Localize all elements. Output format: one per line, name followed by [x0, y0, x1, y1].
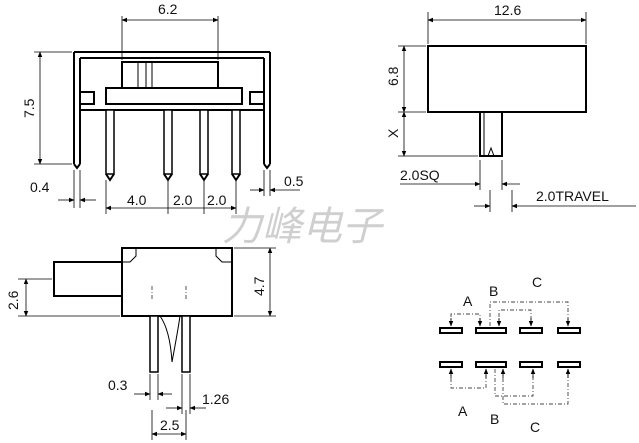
side-body: [427, 45, 587, 113]
top-label-c: C: [532, 274, 542, 290]
bottom-pad-4: [557, 361, 581, 368]
top-label-a: A: [463, 293, 473, 309]
dim-pin-pitch-2: 2.0: [207, 192, 227, 208]
front-pin-2: [163, 109, 173, 175]
dim-pin-pitch: 2.5: [160, 417, 180, 433]
side-actuator: [479, 111, 503, 157]
dim-pin-length: 1.26: [202, 391, 229, 407]
bottom-label-c: C: [530, 419, 540, 435]
front-base: [105, 87, 243, 105]
front-actuator: [121, 61, 219, 89]
dim-body-width: 6.2: [158, 1, 178, 17]
dim-pin-width: 0.3: [108, 377, 128, 393]
schematic: A B C A B C: [439, 274, 581, 435]
bottom-label-b: B: [490, 411, 499, 427]
dim-body-height: 6.8: [385, 66, 401, 86]
bottom-pad-2: [475, 361, 507, 368]
front-pin-3: [199, 109, 209, 175]
bottom-body: [121, 247, 233, 317]
top-pad-3: [519, 327, 543, 334]
watermark-text: 力峰电子: [222, 204, 385, 250]
dim-pin-thickness: 0.4: [30, 179, 50, 195]
front-pin-4: [231, 109, 241, 175]
top-pad-2: [475, 327, 507, 334]
dim-body-height-bottom: 4.7: [251, 276, 267, 296]
dim-length: 12.6: [494, 2, 521, 18]
front-frame: [73, 51, 271, 164]
top-label-b: B: [489, 283, 498, 299]
dim-tab-width: 0.5: [284, 173, 304, 189]
bottom-label-a: A: [458, 403, 468, 419]
dim-actuator-height: X: [385, 128, 401, 138]
top-pad-4: [557, 327, 581, 334]
bottom-pad-3: [519, 361, 543, 368]
bottom-pin-1: [149, 315, 159, 373]
side-view: 12.6 6.8 X 2.0SQ 2.0TRAVEL: [385, 2, 636, 212]
dim-pin-pitch-1: 2.0: [173, 192, 193, 208]
bottom-pin-2: [181, 315, 191, 373]
front-view: 6.2 7.5 0.4 4.0 2.0 2.0 0.5: [21, 1, 304, 214]
bottom-view: 2.6 4.7 0.3 1.26 2.5: [5, 247, 276, 440]
bottom-actuator: [53, 261, 123, 297]
dim-actuator-offset: 2.6: [5, 290, 21, 310]
dim-actuator-square: 2.0SQ: [400, 167, 440, 183]
front-pin-1: [105, 109, 115, 175]
top-pad-1: [439, 327, 463, 334]
dim-pin-spacing-outer: 4.0: [127, 192, 147, 208]
bottom-pad-1: [439, 361, 463, 368]
dim-height: 7.5: [21, 98, 37, 118]
dim-travel: 2.0TRAVEL: [536, 188, 609, 204]
